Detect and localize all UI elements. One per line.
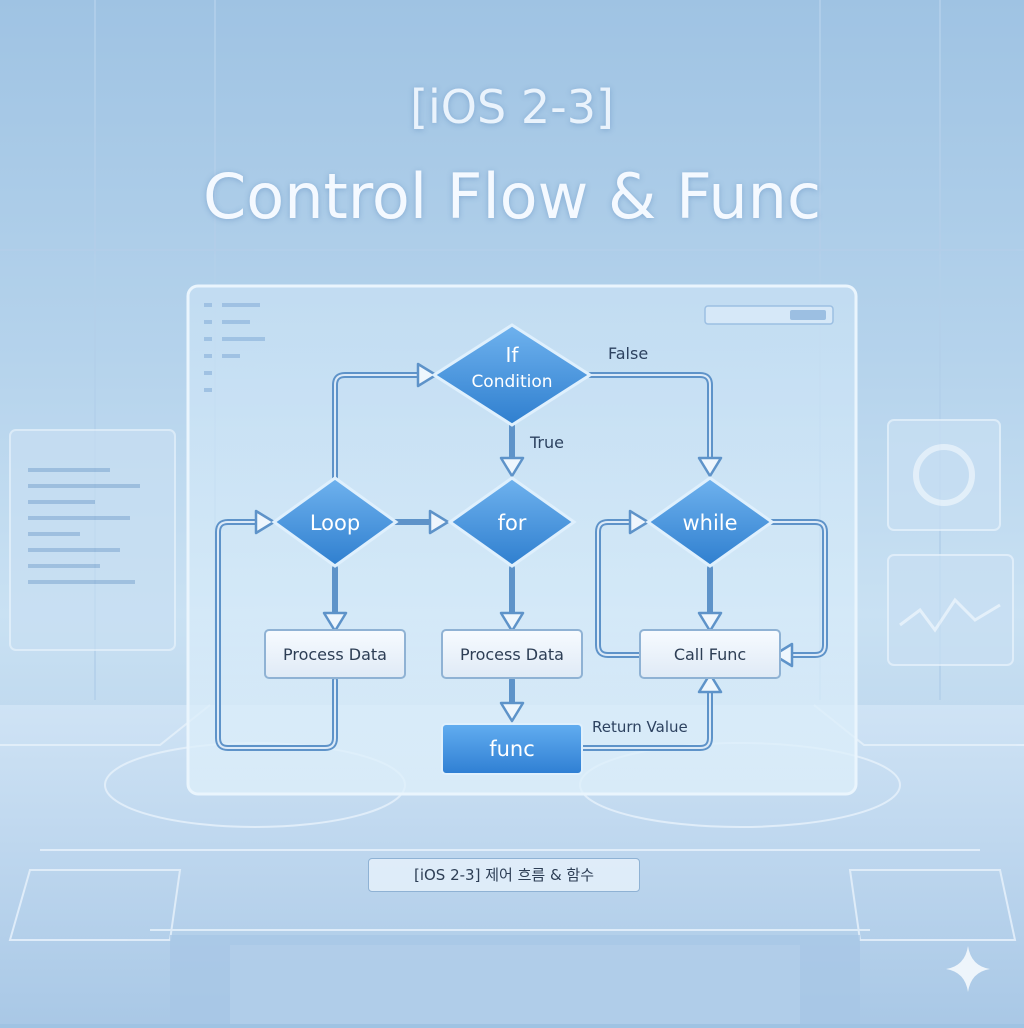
for-label: for xyxy=(498,511,527,535)
process-data-left-label: Process Data xyxy=(283,645,387,664)
while-label: while xyxy=(682,511,737,535)
while-node: while xyxy=(645,476,775,568)
true-edge-label: True xyxy=(529,433,564,452)
call-func-label: Call Func xyxy=(674,645,746,664)
loop-node: Loop xyxy=(271,476,399,568)
call-func-node: Call Func xyxy=(639,629,781,679)
sparkle-icon xyxy=(946,946,990,992)
diagram-subtitle: [iOS 2-3] xyxy=(410,80,614,134)
process-data-mid-label: Process Data xyxy=(460,645,564,664)
loop-label: Loop xyxy=(310,511,360,535)
for-node: for xyxy=(447,476,577,568)
footer-caption: [iOS 2-3] 제어 흐름 & 함수 xyxy=(368,858,640,892)
false-edge-label: False xyxy=(608,344,648,363)
process-data-mid-node: Process Data xyxy=(441,629,583,679)
return-value-edge-label: Return Value xyxy=(592,718,688,736)
func-node: func xyxy=(441,723,583,775)
condition-label: Condition xyxy=(471,372,552,392)
process-data-left-node: Process Data xyxy=(264,629,406,679)
if-condition-node: If Condition xyxy=(431,323,593,427)
if-label: If xyxy=(506,343,520,367)
func-label: func xyxy=(489,737,535,761)
diagram-title: Control Flow & Func xyxy=(202,160,822,233)
